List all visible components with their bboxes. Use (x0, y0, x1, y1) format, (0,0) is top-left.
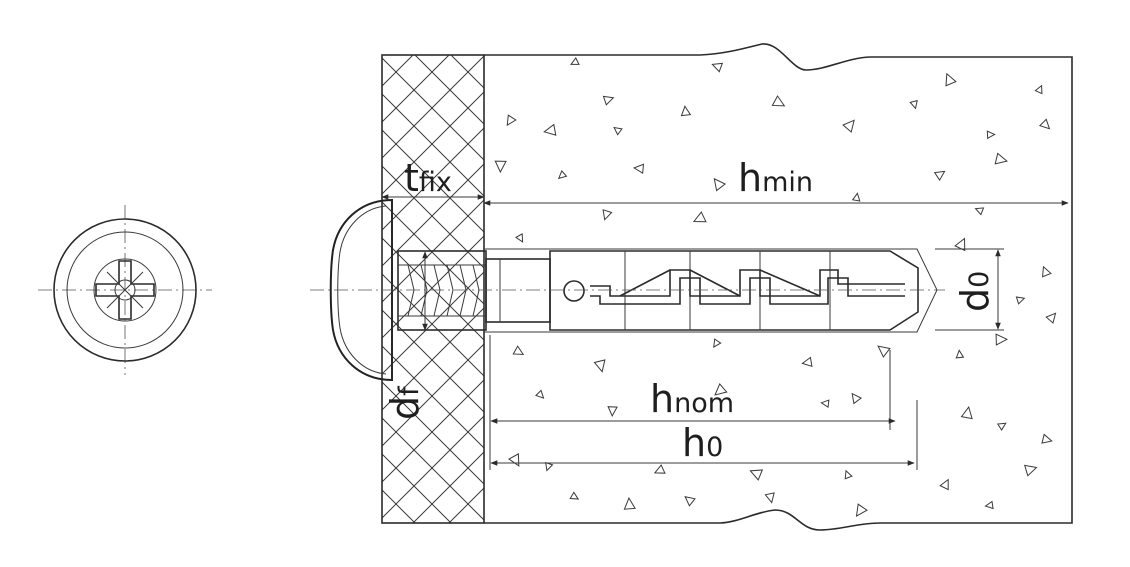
label-d-0-main: d (953, 288, 997, 312)
label-t-fix-main: t (404, 156, 419, 200)
label-d-f: df (383, 385, 427, 420)
concrete-base-material (484, 43, 1073, 531)
label-h-min-sub: min (762, 167, 813, 198)
label-h-min-main: h (738, 156, 762, 200)
label-d-0: d0 (953, 271, 997, 312)
label-h-0: h0 (682, 421, 723, 465)
dimension-lines (381, 194, 1069, 470)
label-d-f-main: d (383, 396, 427, 420)
anchor-body (310, 250, 945, 331)
label-t-fix: tfix (404, 156, 452, 200)
label-h-nom: hnom (650, 377, 734, 421)
drill-hole (484, 248, 938, 333)
pozidriv-screw-head-icon (38, 205, 212, 375)
label-d-f-sub: f (394, 385, 425, 396)
fixture-material (381, 54, 485, 524)
label-d-0-sub: 0 (964, 271, 995, 288)
label-t-fix-sub: fix (419, 167, 452, 198)
label-h-0-sub: 0 (706, 432, 723, 463)
label-h-nom-sub: nom (674, 388, 734, 419)
label-h-min: hmin (738, 156, 813, 200)
label-h-nom-main: h (650, 377, 674, 421)
label-h-0-main: h (682, 421, 706, 465)
